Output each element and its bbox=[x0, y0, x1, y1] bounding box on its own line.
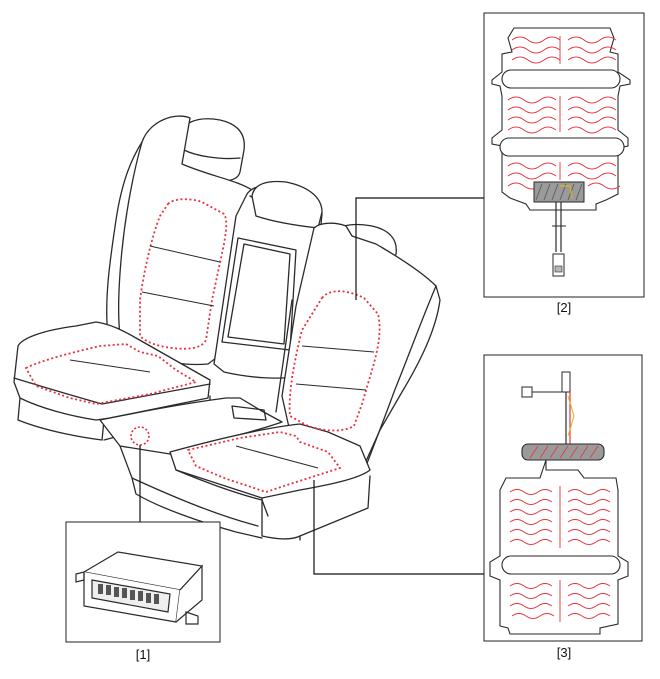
seat-heater-wires bbox=[509, 486, 611, 622]
panel-control-module bbox=[65, 521, 221, 643]
back-pad-plug bbox=[552, 253, 565, 277]
heater-zone-outlines bbox=[24, 198, 381, 493]
callout-label-2: [2] bbox=[556, 300, 572, 315]
connector-pins bbox=[98, 584, 159, 604]
callout-label-1: [1] bbox=[135, 647, 151, 662]
leader-lines bbox=[139, 197, 484, 575]
module-location-marker bbox=[130, 426, 150, 446]
right-seat-heater-zone bbox=[186, 431, 342, 493]
seat-pad-outline bbox=[489, 459, 629, 635]
back-heater-wires bbox=[507, 36, 621, 190]
rear-seat-illustration bbox=[13, 115, 441, 541]
seat-pad-plug bbox=[521, 386, 533, 398]
callout-label-3: [3] bbox=[556, 645, 572, 660]
panel-seat-heater-pad bbox=[483, 354, 643, 642]
right-back-heater-zone bbox=[288, 290, 381, 432]
panel-back-heater-pad bbox=[483, 12, 645, 298]
left-seat-heater-zone bbox=[24, 343, 199, 405]
center-headrest bbox=[251, 180, 323, 229]
seat-pad-connector bbox=[521, 443, 605, 461]
